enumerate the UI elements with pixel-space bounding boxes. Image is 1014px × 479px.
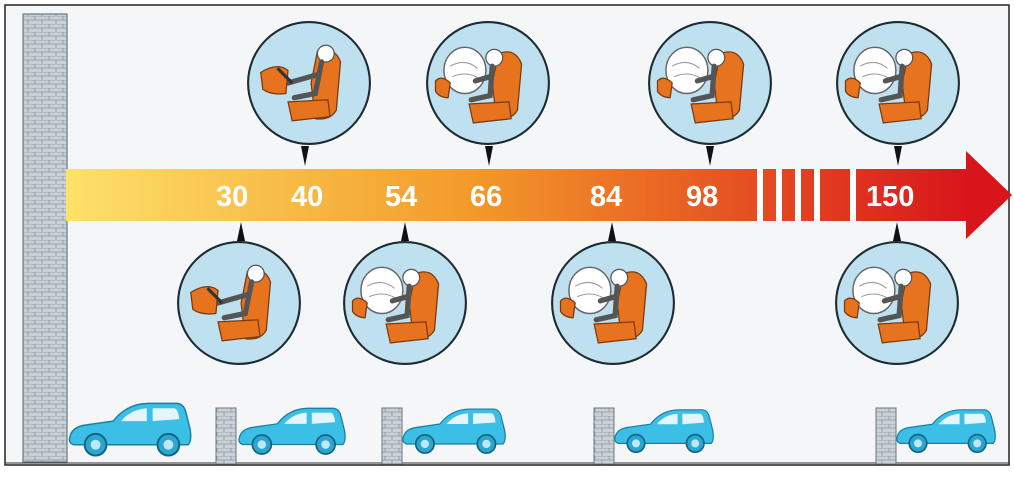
tick-label: 84 (590, 181, 622, 213)
tick-label: 66 (470, 181, 502, 213)
tick-label: 150 (866, 181, 914, 213)
tick-label: 98 (686, 181, 718, 213)
crash-test-dummy-icon (178, 242, 300, 364)
brick-wall-icon (594, 408, 614, 464)
brick-wall-icon (382, 408, 402, 464)
brick-wall-icon (876, 408, 896, 464)
airbag-icon (427, 22, 549, 144)
crash-test-dummy-icon (248, 22, 370, 144)
airbag-icon (344, 242, 466, 364)
brick-wall-icon (23, 14, 67, 462)
airbag-icon (837, 22, 959, 144)
airbag-icon (552, 242, 674, 364)
tick-label: 54 (385, 181, 417, 213)
brick-wall-icon (216, 408, 236, 464)
airbag-icon (836, 242, 958, 364)
tick-label: 30 (216, 181, 248, 213)
tick-label: 40 (291, 181, 323, 213)
airbag-icon (649, 22, 771, 144)
